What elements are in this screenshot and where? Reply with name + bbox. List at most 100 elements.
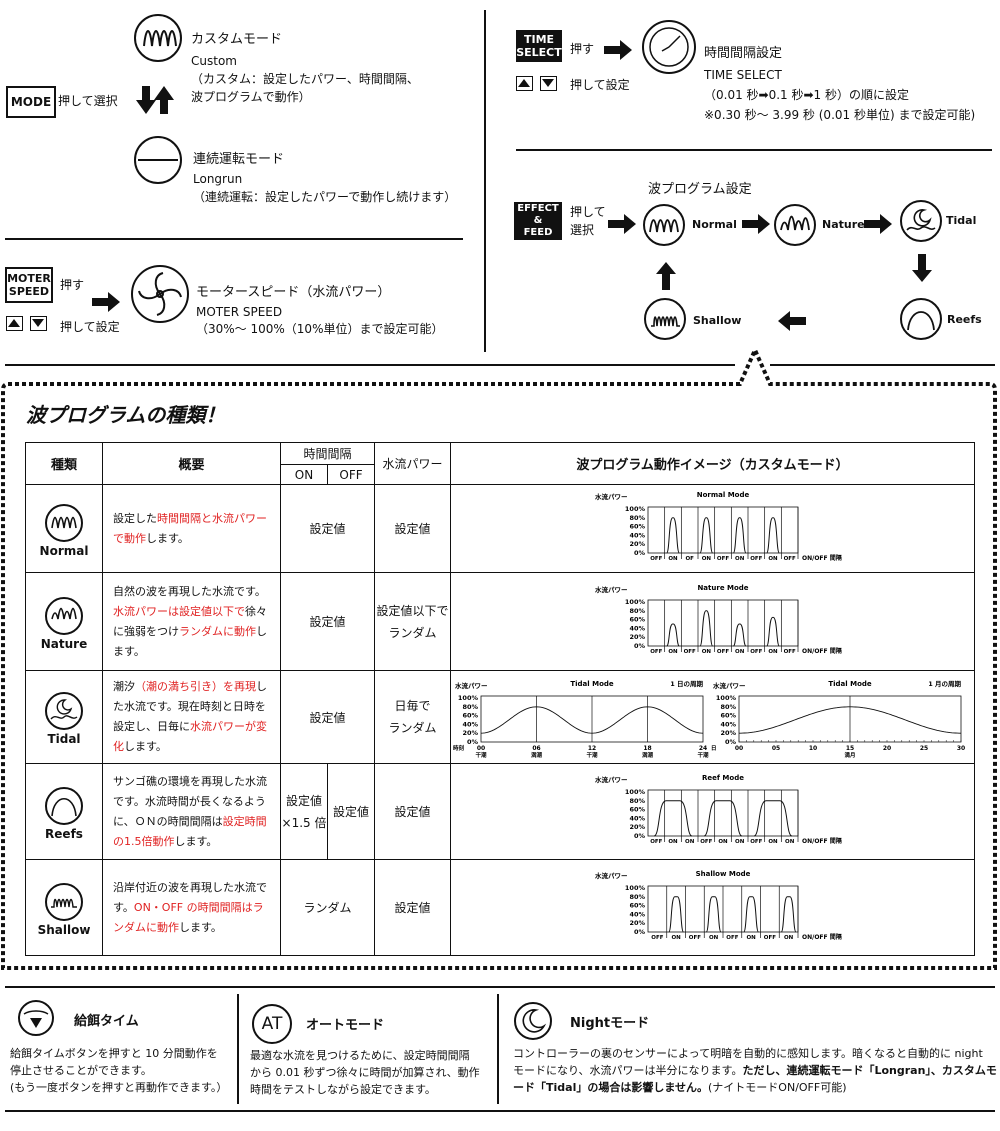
effect-select-label: 選択 xyxy=(570,223,595,237)
effect-feed-key[interactable]: EFFECT & FEED xyxy=(514,202,562,240)
reefs-wave-icon xyxy=(900,298,942,340)
x-tick-label: OFF xyxy=(750,839,762,845)
effect-key-line3: FEED xyxy=(523,227,553,238)
y-tick-label: 80% xyxy=(629,797,645,805)
tidal-moon-icon xyxy=(45,692,83,730)
up-button[interactable] xyxy=(6,316,23,331)
y-tick-label: 80% xyxy=(629,893,645,901)
desc-highlight: 水流パワーが変化 xyxy=(113,720,267,753)
x-tick-label: OFF xyxy=(650,839,662,845)
moter-speed-title: モータースピード（水流パワー） xyxy=(196,285,391,300)
plot-frame xyxy=(647,506,798,554)
kind-cell: Tidal xyxy=(25,670,103,764)
custom-mode-title: カスタムモード xyxy=(191,32,283,47)
desc-highlight: 時間間隔と水流パワーで動作 xyxy=(113,511,267,545)
time-select-key[interactable]: TIME SELECT xyxy=(516,30,562,62)
longrun-mode-desc: （連続運転：設定したパワーで動作し続けます） xyxy=(193,190,457,204)
x-tick-label: ON xyxy=(701,556,711,562)
x-tick-label: OFF xyxy=(700,839,712,845)
x-tick-label: OFF xyxy=(688,935,700,941)
feed-desc3: (もう一度ボタンを押すと再動作できます。） xyxy=(10,1081,228,1094)
wave-types-table: 種類 概要 時間間隔 水流パワー 波プログラム動作イメージ（カスタムモード） O… xyxy=(25,442,975,956)
up-button[interactable] xyxy=(516,76,533,91)
x-tick-label: OFF xyxy=(683,649,695,655)
x-axis-trail: ON/OFF 間隔 xyxy=(802,647,842,655)
auto-desc2: から 0.01 秒ずつ徐々に時間が加算され、動作 xyxy=(250,1066,480,1079)
wave-types-heading: 波プログラムの種類！ xyxy=(26,403,226,427)
dotted-callout-frame xyxy=(1,345,997,970)
x-tick-label: 10 xyxy=(809,745,817,752)
effect-key-line1: EFFECT xyxy=(517,203,559,214)
header-summary: 概要 xyxy=(102,442,281,485)
y-tick-label: 40% xyxy=(629,910,645,918)
x-tick-label: ON xyxy=(701,649,711,655)
time-press-set-label: 押して設定 xyxy=(570,78,630,92)
desc-text: 設定した xyxy=(113,511,157,525)
x-tick-label: ON xyxy=(735,556,745,562)
chart-period: 1 月の周期 xyxy=(928,679,961,688)
moter-speed-key[interactable]: MOTER SPEED xyxy=(5,267,53,303)
moter-key-line2: SPEED xyxy=(8,285,50,298)
effect-reefs-label: Reefs xyxy=(947,313,982,326)
x-tick-label: OFF xyxy=(650,649,662,655)
x-tick-label: ON xyxy=(718,839,728,845)
kind-name: Nature xyxy=(40,636,88,651)
summary-cell: サンゴ礁の環境を再現した水流です。水流時間が長くなるように、ＯＮの時間間隔は設定… xyxy=(102,763,281,860)
normal-wave-icon xyxy=(45,503,83,542)
x-tick-label: OFF xyxy=(750,649,762,655)
night-desc3: ード「Tidal」の場合は影響しません。(ナイトモードON/OFF可能) xyxy=(513,1079,847,1097)
effect-press-label: 押して xyxy=(570,205,606,219)
reefs-wave-icon xyxy=(45,786,83,825)
y-tick-label: 0% xyxy=(633,928,645,936)
y-tick-label: 60% xyxy=(629,523,645,531)
kind-cell: Normal xyxy=(25,484,103,573)
kind-name: Normal xyxy=(39,543,89,558)
power-text: 設定値以下で xyxy=(376,603,449,618)
up-arrow-icon xyxy=(656,262,676,290)
y-tick-label: 0% xyxy=(633,832,645,840)
x-tick-label: OFF xyxy=(651,935,663,941)
y-tick-label: 40% xyxy=(629,624,645,632)
x-sub-label: 干潮 xyxy=(586,751,598,758)
x-tick-label: 24 xyxy=(699,745,707,752)
effect-title: 波プログラム設定 xyxy=(648,182,752,197)
x-tick-label: ON xyxy=(668,839,678,845)
desc-highlight: 設定時間の1.5倍動作 xyxy=(113,814,267,848)
nature-wave-icon xyxy=(45,596,83,635)
y-tick-label: 20% xyxy=(629,633,645,641)
x-tick-label: OFF xyxy=(783,556,795,562)
y-tick-label: 60% xyxy=(629,902,645,910)
shallow-wave-icon xyxy=(45,882,83,921)
down-button[interactable] xyxy=(30,316,47,331)
desc-text: サンゴ礁の環境を再現した水流です。水流時間が長くなるように、ＯＮの時間間隔は xyxy=(113,774,267,828)
desc-text: します。 xyxy=(179,920,222,934)
series-line xyxy=(665,517,780,554)
custom-mode-desc2: 波プログラムで動作） xyxy=(191,90,311,104)
feed-icon xyxy=(18,1000,54,1036)
table-row: Nature 自然の波を再現した水流です。水流パワーは設定値以下で徐々に強弱をつ… xyxy=(25,572,975,671)
chart-title: Tidal Mode xyxy=(570,680,614,688)
time-key-line1: TIME xyxy=(523,33,555,46)
desc-text: します。 xyxy=(113,624,267,658)
desc-text: します。 xyxy=(174,834,218,848)
y-tick-label: 20% xyxy=(720,729,736,737)
x-tick-label: OF xyxy=(685,556,694,562)
right-arrow-icon xyxy=(864,214,892,234)
night-desc1: コントローラーの裏のセンサーによって明暗を自動的に感知します。暗くなると自動的に… xyxy=(513,1047,983,1060)
night-moon-icon xyxy=(514,1002,552,1040)
mode-key[interactable]: MODE xyxy=(6,86,56,118)
interval-cell: 設定値 xyxy=(280,670,375,764)
summary-cell: 自然の波を再現した水流です。水流パワーは設定値以下で徐々に強弱をつけランダムに動… xyxy=(102,572,281,671)
x-tick-label: 25 xyxy=(920,745,928,752)
table-row: Reefs サンゴ礁の環境を再現した水流です。水流時間が長くなるように、ＯＮの時… xyxy=(25,763,975,860)
kind-cell: Nature xyxy=(25,572,103,671)
header-kind: 種類 xyxy=(25,442,103,485)
down-button[interactable] xyxy=(540,76,557,91)
right-arrow-icon xyxy=(604,40,632,60)
divider xyxy=(516,149,992,151)
